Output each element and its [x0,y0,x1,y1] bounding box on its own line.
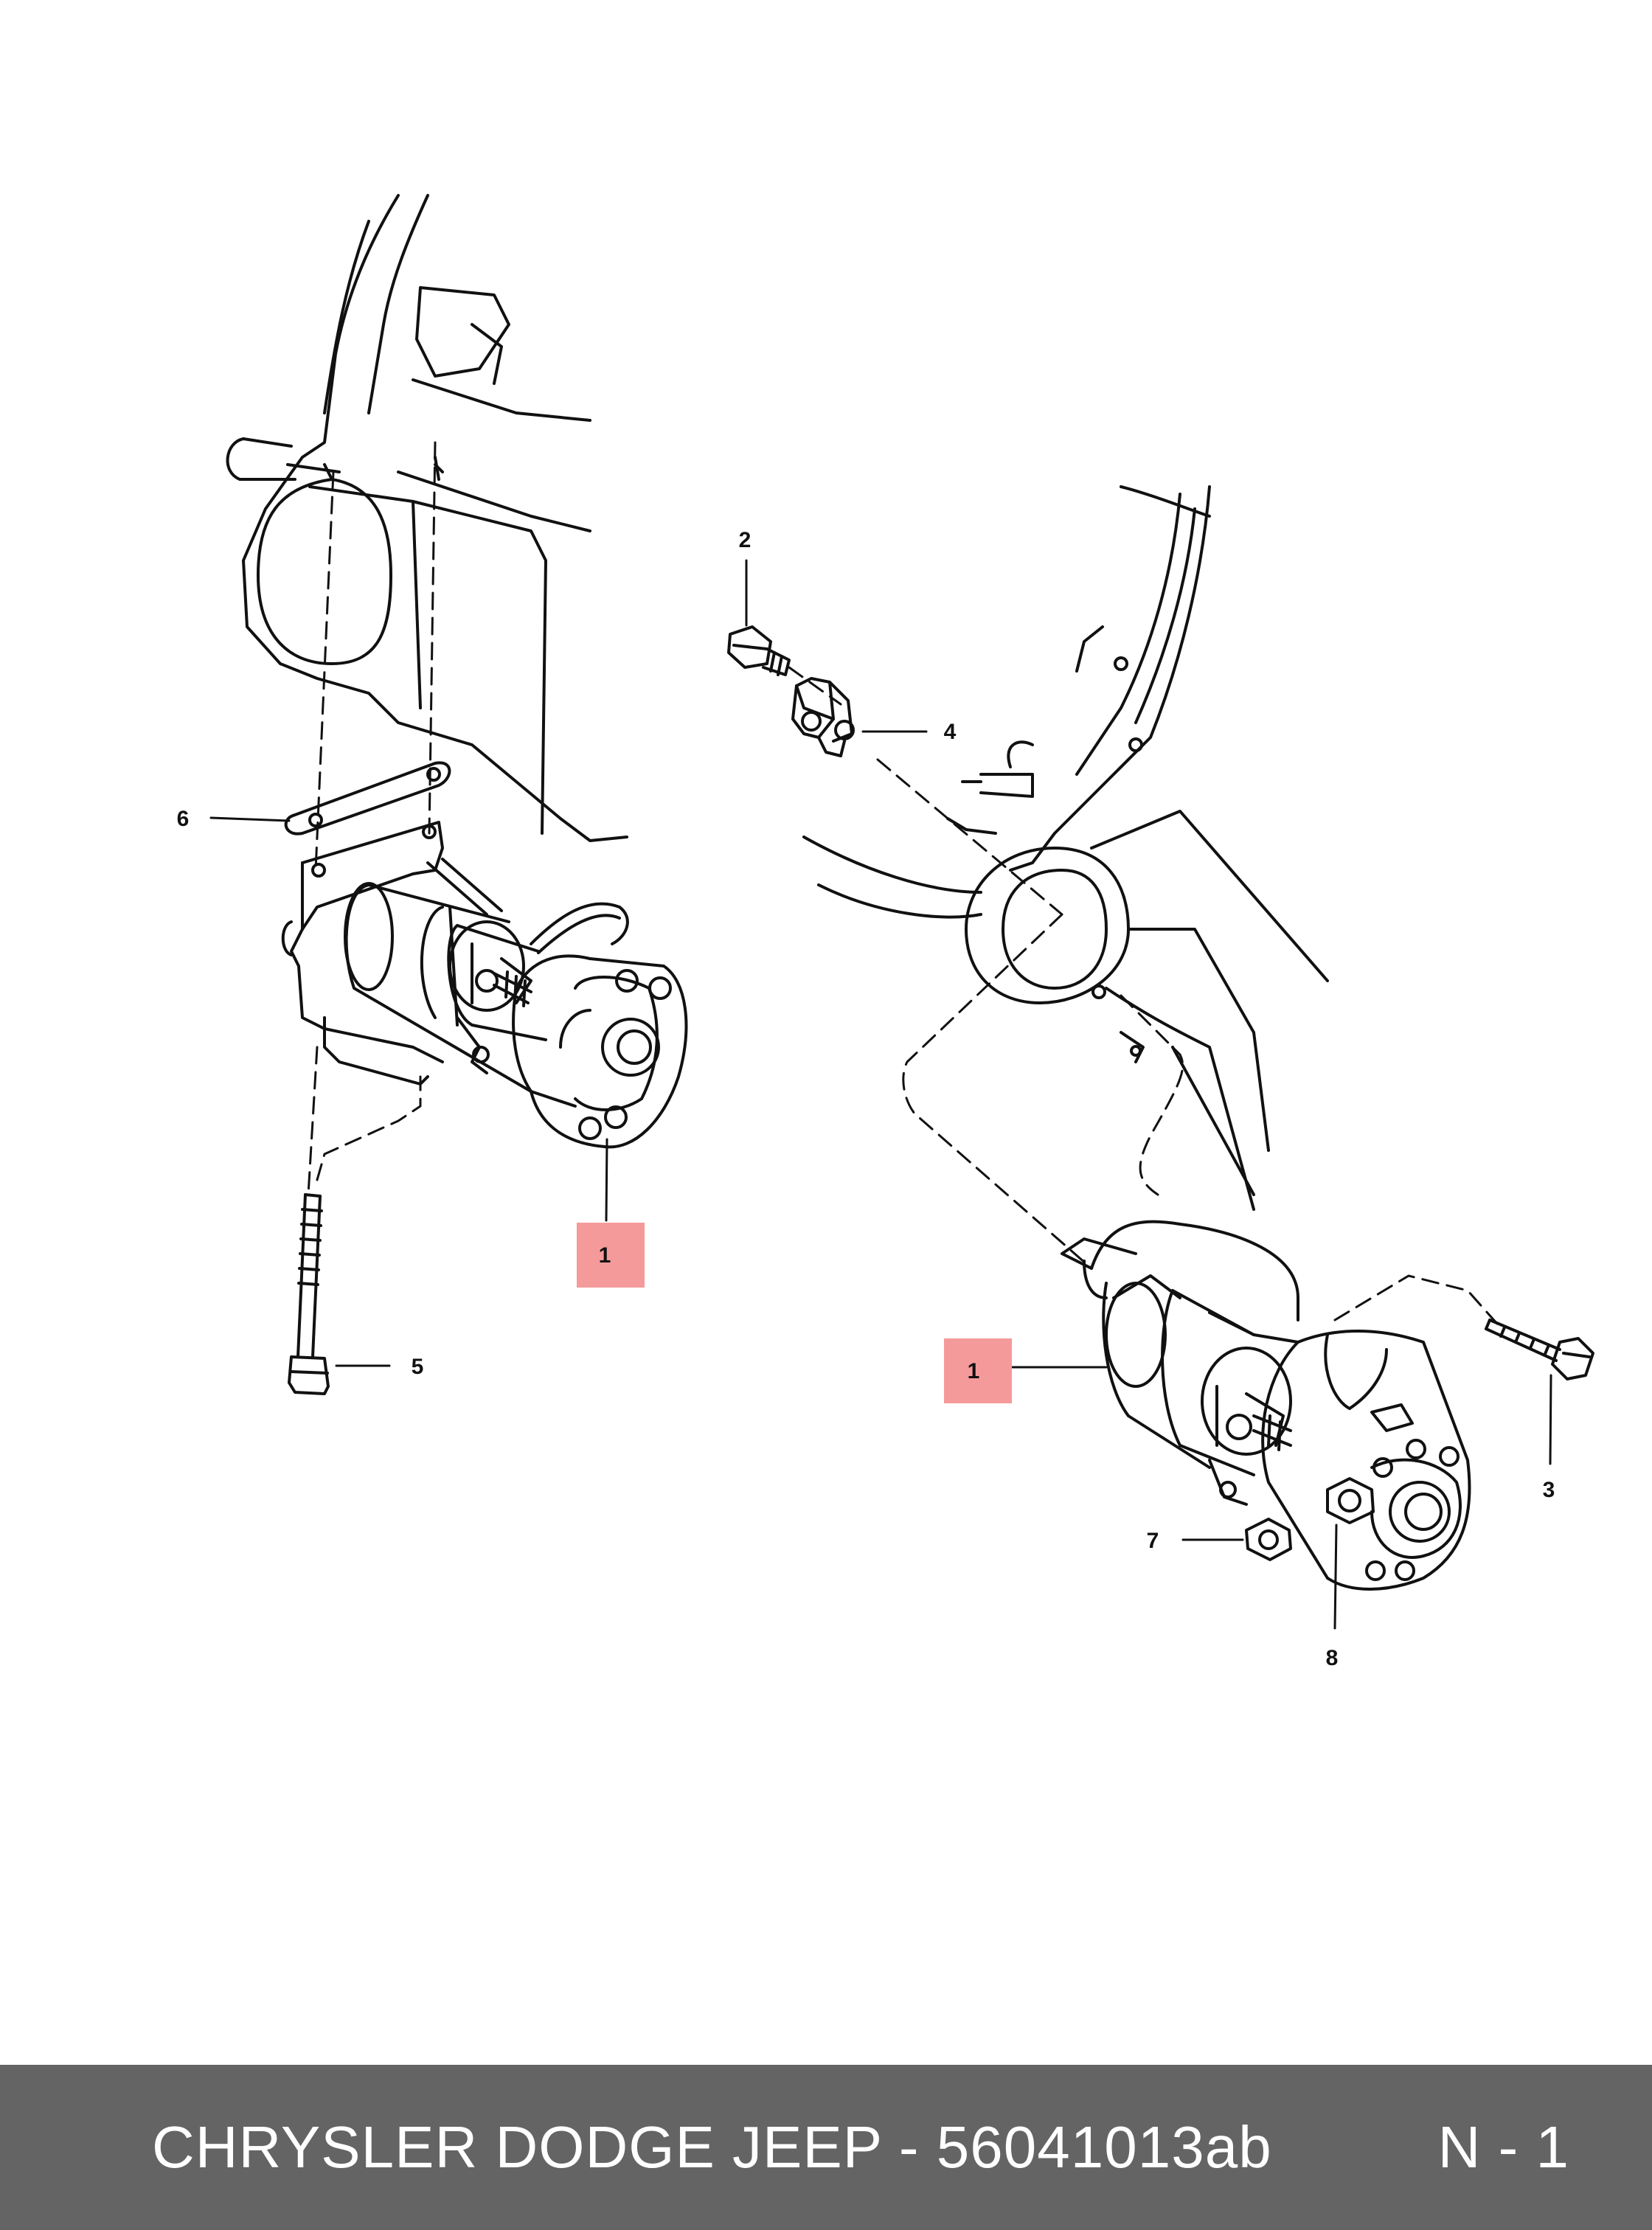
right-engine-block [802,485,1329,1211]
left-engine-block [226,194,628,842]
right-starter-motor [1061,1220,1471,1591]
callout-8: 8 [1326,1646,1339,1670]
leader-lines [209,559,1552,1630]
left-bolt [288,1193,330,1395]
right-bolt-2 [727,625,791,676]
callout-7: 7 [1147,1529,1159,1553]
right-assembly-lines [788,666,1499,1325]
callout-4: 4 [944,720,957,744]
callout-6: 6 [177,807,190,831]
right-nut-7 [1245,1518,1292,1561]
left-assembly-lines [307,441,437,1196]
left-spacer-plate [284,761,451,836]
callout-highlight-1-left [577,1223,645,1288]
left-starter-motor [281,821,688,1149]
callout-1-right: 1 [968,1359,980,1383]
callout-5: 5 [412,1355,424,1379]
callout-2: 2 [739,528,752,552]
footer-title: CHRYSLER DODGE JEEP - 56041013ab [152,2114,1272,2180]
right-bracket [791,677,855,757]
callout-3: 3 [1543,1478,1555,1502]
callout-1-left: 1 [599,1243,611,1268]
parts-diagram: 1 1 2 3 4 5 6 7 8 [177,194,1594,1670]
callout-highlight-1-right [944,1338,1012,1403]
right-bolt-3 [1485,1319,1594,1380]
footer-page-number: N - 1 [1437,2114,1569,2180]
footer-bar: CHRYSLER DODGE JEEP - 56041013ab N - 1 [0,2065,1652,2230]
